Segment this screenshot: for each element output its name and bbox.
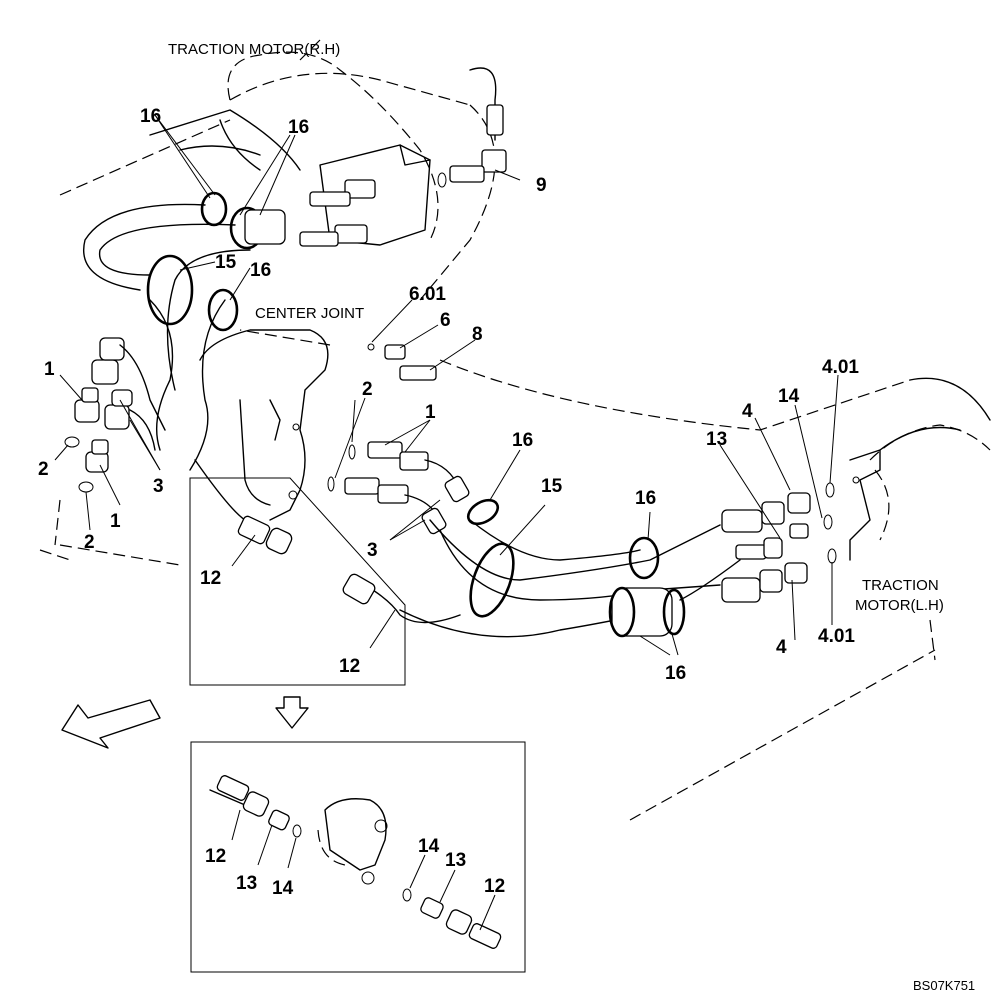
callout-14: 14: [778, 386, 800, 407]
caption-traction-motor-lh-line1: TRACTION: [862, 577, 939, 594]
callout-3: 3: [153, 476, 164, 497]
callout-15: 15: [215, 252, 237, 273]
leader-lines: [54, 114, 839, 656]
callout-16: 16: [288, 117, 309, 138]
grommet-rings-upper: [146, 191, 286, 332]
callout-16: 16: [635, 488, 656, 509]
callout-2: 2: [38, 459, 49, 480]
callout-1: 1: [44, 359, 55, 380]
callout-12: 12: [484, 876, 505, 897]
callout-3: 3: [367, 540, 378, 561]
callout-16: 16: [512, 430, 533, 451]
callout-12: 12: [200, 568, 221, 589]
front-direction-arrow: [61, 699, 161, 749]
callout-4: 4: [742, 401, 753, 422]
callout-1: 1: [110, 511, 121, 532]
callout-13: 13: [706, 429, 727, 450]
elbow-fitting-9: [437, 67, 507, 188]
left-fittings: [54, 337, 166, 546]
center-joint: [199, 329, 329, 521]
callout-12: 12: [339, 656, 360, 677]
caption-center-joint: CENTER JOINT: [255, 305, 364, 322]
callout-6: 6: [440, 310, 451, 331]
detail-view-arrow: [275, 696, 309, 729]
caption-traction-motor-rh: TRACTION MOTOR(R.H): [168, 41, 340, 58]
callout-12: 12: [205, 846, 226, 867]
detail-outline-upper: [189, 477, 406, 686]
figure-code: BS07K751: [913, 978, 975, 993]
caption-traction-motor-lh-line2: MOTOR(L.H): [855, 597, 944, 614]
center-joint-fittings: [327, 343, 470, 535]
callout-2: 2: [84, 532, 95, 553]
callout-8: 8: [472, 324, 483, 345]
callout-4: 4: [776, 637, 787, 658]
callout-1: 1: [425, 402, 436, 423]
callout-14: 14: [272, 878, 294, 899]
detail-view-box: [190, 741, 526, 973]
callout-4-01: 4.01: [818, 626, 855, 647]
hose-bundle-rh: [83, 203, 251, 471]
callout-14: 14: [418, 836, 440, 857]
hose-12-upper: [194, 459, 461, 624]
callout-16: 16: [665, 663, 686, 684]
traction-motor-rh: [219, 51, 439, 247]
frame-outline: [39, 39, 991, 821]
lh-motor-fittings: [721, 482, 837, 603]
callout-16: 16: [250, 260, 271, 281]
traction-motor-lh: [849, 424, 991, 561]
callout-4-01: 4.01: [822, 357, 859, 378]
grommet-rings-middle: [466, 498, 686, 638]
callout-2: 2: [362, 379, 373, 400]
callout-13: 13: [236, 873, 257, 894]
hose-run-lh: [399, 519, 741, 638]
callout-16: 16: [140, 106, 161, 127]
detail-view-parts: [209, 775, 502, 949]
callout-9: 9: [536, 175, 547, 196]
callout-15: 15: [541, 476, 563, 497]
callout-6-01: 6.01: [409, 284, 446, 305]
callout-13: 13: [445, 850, 466, 871]
